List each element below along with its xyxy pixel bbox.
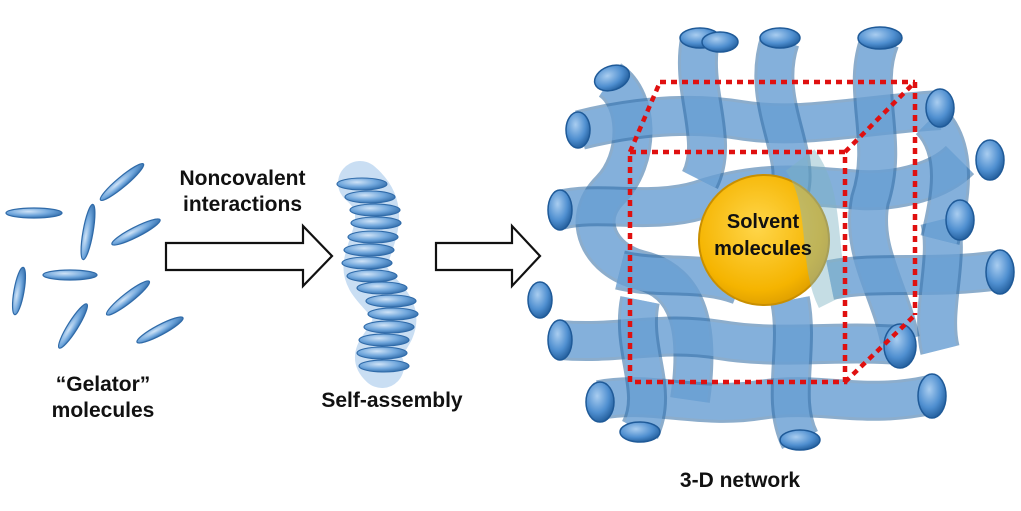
network-tube bbox=[757, 34, 809, 195]
tube-end-cap bbox=[985, 249, 1015, 295]
solvent-label-line1: Solvent bbox=[726, 211, 800, 233]
noncovalent-label-line1: Noncovalent bbox=[179, 167, 306, 190]
stacked-molecule bbox=[341, 256, 393, 270]
unit-cell-box bbox=[627, 79, 918, 385]
stacked-molecule bbox=[356, 281, 408, 295]
gelator-molecules-label: “Gelator” molecules bbox=[18, 372, 188, 424]
stacked-molecule bbox=[363, 320, 415, 334]
stacked-molecule bbox=[356, 346, 408, 360]
gelator-label-line1: “Gelator” bbox=[55, 373, 151, 396]
solvent-molecules-label: Solvent molecules bbox=[700, 209, 826, 263]
tube-end-cap bbox=[759, 27, 801, 49]
stacked-molecule bbox=[358, 333, 410, 347]
box-edge bbox=[843, 313, 917, 384]
tube-end-cap bbox=[883, 323, 917, 369]
gelator-molecule bbox=[5, 207, 63, 219]
network-tube bbox=[558, 319, 902, 362]
tube-end-cap bbox=[547, 189, 573, 231]
stacked-molecule bbox=[367, 307, 419, 321]
tube-end-cap bbox=[945, 199, 975, 241]
gelator-molecule bbox=[11, 266, 27, 316]
arrow-to-network bbox=[434, 223, 542, 289]
tube-end-cap bbox=[619, 421, 661, 443]
network-tube bbox=[917, 107, 967, 245]
stacked-molecule bbox=[344, 190, 396, 204]
gelator-molecule bbox=[57, 303, 89, 349]
tube-end-cap bbox=[975, 139, 1005, 181]
gelator-molecule bbox=[105, 280, 151, 316]
gelator-molecule bbox=[99, 162, 145, 202]
front-tube bbox=[784, 149, 852, 309]
gelator-molecules-group bbox=[5, 162, 184, 349]
stacked-molecule bbox=[350, 216, 402, 230]
stacked-molecule bbox=[346, 269, 398, 283]
network-tube bbox=[620, 296, 664, 438]
gelator-molecule bbox=[80, 203, 96, 261]
network-tube bbox=[826, 253, 1003, 297]
tube-end-cap bbox=[547, 319, 573, 361]
tube-end-cap bbox=[527, 281, 553, 319]
stacked-molecule bbox=[336, 177, 388, 191]
solvent-label-line2: molecules bbox=[714, 238, 812, 260]
gelator-molecule bbox=[42, 269, 98, 281]
tube-end-cap bbox=[857, 26, 903, 50]
tube-end-cap bbox=[917, 373, 947, 419]
arrow-noncovalent bbox=[164, 223, 334, 289]
gelator-molecule bbox=[136, 316, 184, 344]
stacked-molecule bbox=[347, 230, 399, 244]
network-tube bbox=[680, 36, 724, 188]
stacked-molecule bbox=[358, 359, 410, 373]
tube-end-cap bbox=[565, 111, 591, 149]
solvent-molecule bbox=[698, 174, 830, 306]
network-tube bbox=[773, 296, 816, 448]
box-edge bbox=[627, 81, 663, 153]
self-assembly-label: Self-assembly bbox=[321, 389, 463, 412]
stacked-molecule bbox=[343, 243, 395, 257]
network-label: 3-D network bbox=[679, 469, 801, 492]
three-d-network bbox=[527, 26, 1015, 451]
tube-end-cap bbox=[779, 429, 821, 451]
stacked-molecule bbox=[349, 203, 401, 217]
noncovalent-label-line2: interactions bbox=[182, 193, 303, 216]
gelator-label-line2: molecules bbox=[51, 399, 155, 422]
network-front-strands bbox=[784, 149, 852, 309]
tube-end-cap bbox=[701, 31, 739, 53]
tube-end-cap bbox=[593, 64, 631, 92]
box-edge bbox=[843, 80, 917, 154]
noncovalent-interactions-label: Noncovalent interactions bbox=[150, 166, 335, 218]
self-assembly-fiber bbox=[336, 161, 419, 388]
stacked-molecule bbox=[365, 294, 417, 308]
tube-end-cap bbox=[585, 381, 615, 423]
gelator-molecule bbox=[111, 218, 161, 246]
tube-end-cap bbox=[925, 88, 955, 128]
